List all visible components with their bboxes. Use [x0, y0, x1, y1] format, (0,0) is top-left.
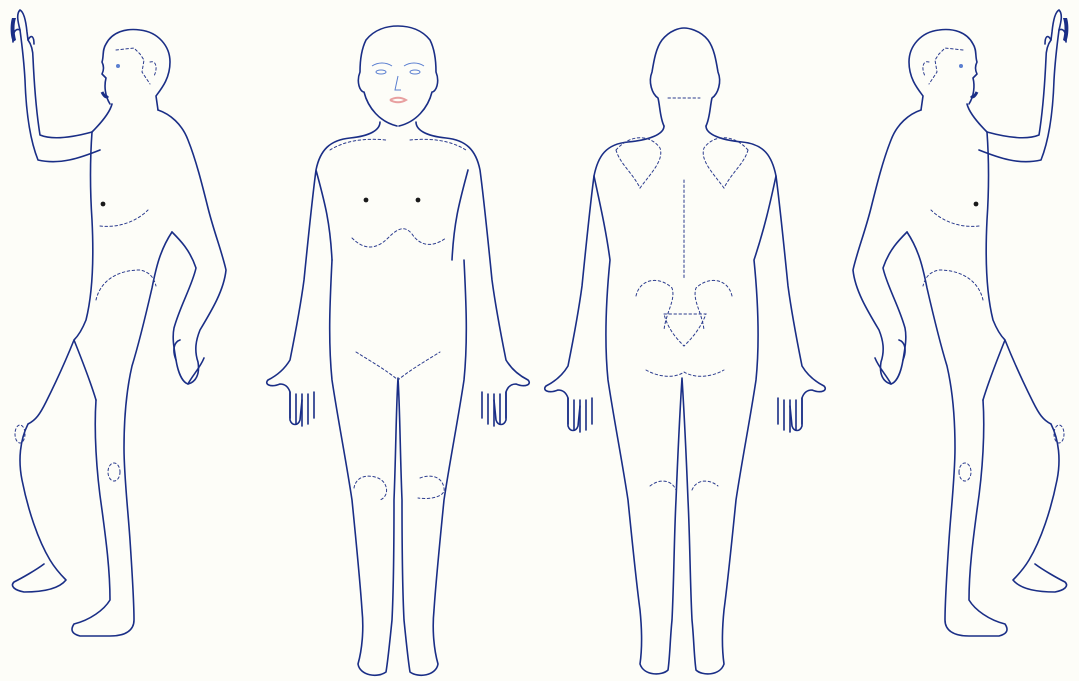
lateral-right-back-leg — [907, 232, 1007, 636]
anterior-nipple-right — [416, 198, 421, 203]
posterior-knee-left — [650, 481, 676, 490]
anterior-brow-left — [372, 63, 392, 66]
anterior-eye-right — [410, 70, 420, 74]
lateral-right-hairline — [929, 48, 963, 84]
lateral-left-hand — [174, 340, 204, 384]
posterior-scapula-right — [703, 138, 748, 188]
lateral-right-ribcage-line — [931, 210, 979, 226]
anterior-ribcage — [352, 229, 446, 247]
lateral-right-front-leg — [983, 132, 1067, 592]
lateral-right-ear — [923, 62, 929, 76]
anterior-knee-right — [418, 476, 444, 498]
lateral-left-front-leg — [12, 132, 96, 592]
lateral-left-raised-arm — [18, 10, 100, 162]
figure-anterior — [267, 26, 530, 675]
figure-lateral-right — [853, 10, 1068, 636]
anterior-brow-right — [404, 63, 424, 66]
lateral-left-raised-hand-fingers — [13, 30, 34, 45]
lateral-right-calf-mark — [959, 463, 971, 481]
lateral-left-torso — [92, 104, 226, 384]
lateral-right-eye — [959, 64, 963, 68]
lateral-left-back-leg — [72, 232, 172, 636]
posterior-hand-left-fingers — [568, 398, 592, 432]
anterior-groin — [356, 352, 440, 380]
lateral-left-nipple — [101, 202, 106, 207]
posterior-scapula-left — [616, 138, 661, 188]
lateral-right-raised-hand-fingers — [1045, 30, 1066, 45]
posterior-gluteal-fold — [646, 370, 724, 376]
lateral-right-iliac-crest — [923, 270, 983, 300]
posterior-pelvis-right — [695, 280, 732, 330]
anterior-eye-left — [376, 70, 386, 74]
lateral-left-hairline — [116, 48, 150, 84]
posterior-legs — [594, 176, 776, 674]
anterior-hand-left-fingers — [290, 392, 314, 426]
lateral-right-nipple — [974, 202, 979, 207]
lateral-right-hand — [875, 340, 905, 384]
lateral-right-head — [909, 30, 977, 110]
lateral-left-eye — [116, 64, 120, 68]
lateral-left-ribcage-line — [100, 210, 148, 226]
anterior-legs — [330, 260, 467, 675]
lateral-left-iliac-crest — [96, 270, 156, 300]
figure-lateral-left — [11, 10, 226, 636]
anterior-hand-right-fingers — [482, 392, 506, 426]
lateral-left-head — [102, 30, 170, 110]
anterior-nose — [395, 76, 401, 90]
anterior-knee-left — [354, 476, 387, 500]
posterior-head — [650, 28, 719, 126]
lateral-right-torso — [853, 104, 987, 384]
anterior-lips — [390, 98, 406, 103]
posterior-sacrum — [664, 314, 706, 346]
lateral-left-ear — [150, 62, 156, 76]
lateral-left-calf-mark — [108, 463, 120, 481]
anterior-nipple-left — [364, 198, 369, 203]
posterior-hand-right-fingers — [778, 398, 802, 432]
lateral-right-raised-arm — [979, 10, 1061, 162]
posterior-torso-and-arms — [545, 126, 826, 431]
posterior-knee-right — [692, 481, 718, 490]
figure-posterior — [545, 28, 826, 674]
